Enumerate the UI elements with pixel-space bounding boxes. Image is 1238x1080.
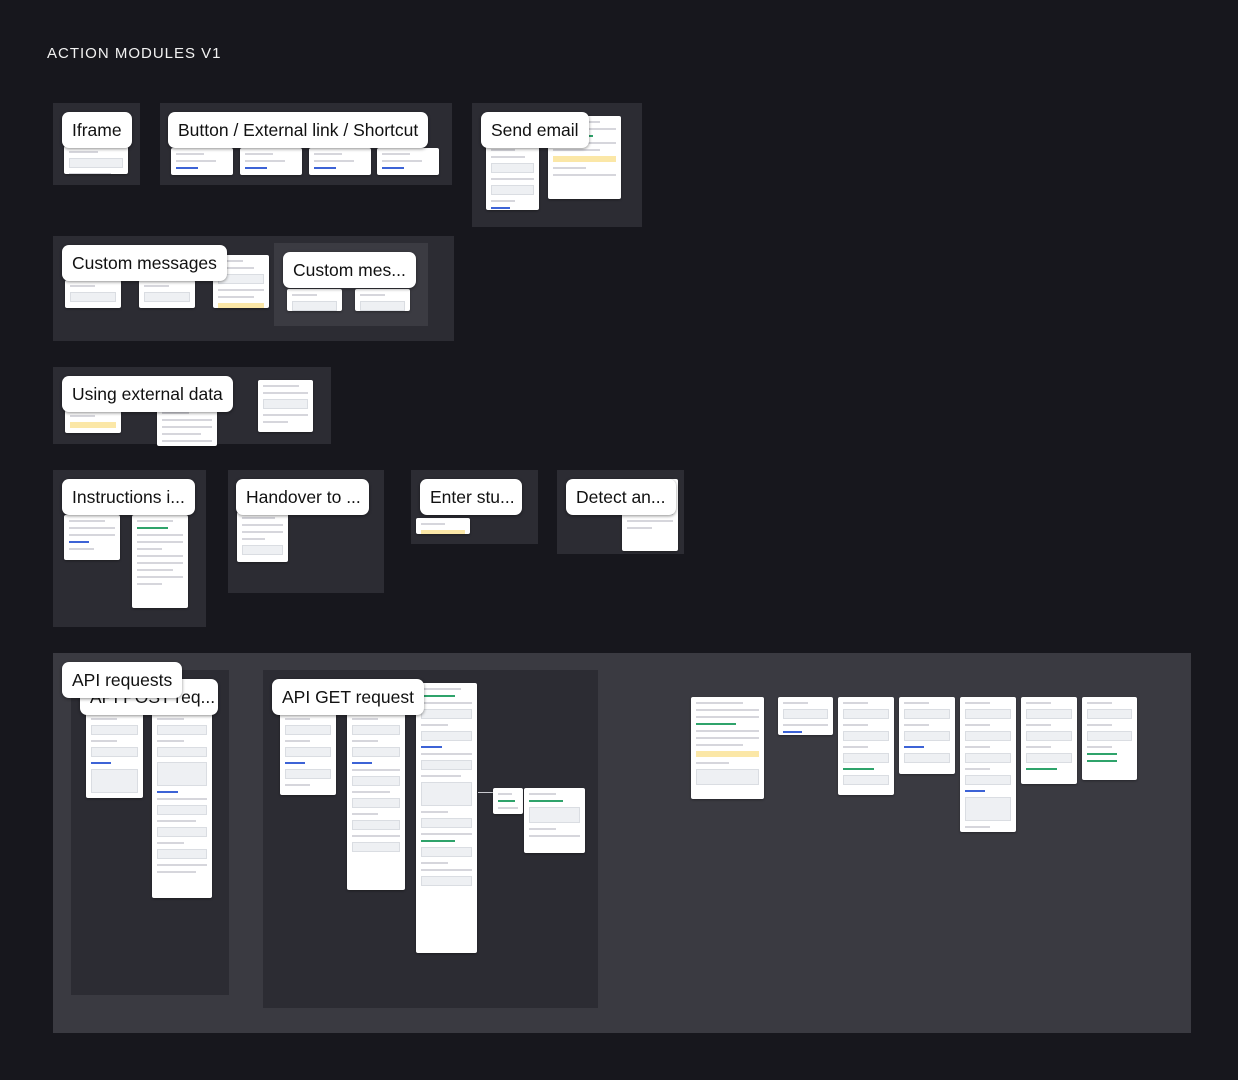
page-title: ACTION MODULES V1 <box>47 45 222 62</box>
module-label-custom-messages-short[interactable]: Custom mes... <box>283 252 416 288</box>
api-doc-card-2[interactable] <box>778 697 833 735</box>
module-label-custom-messages[interactable]: Custom messages <box>62 245 227 281</box>
api-doc-card-1[interactable] <box>691 697 764 799</box>
api-post-card-2[interactable] <box>152 713 212 898</box>
api-doc-card-7[interactable] <box>1082 697 1137 780</box>
custom-messages-card-1[interactable] <box>65 280 121 308</box>
instructions-card-2[interactable] <box>132 515 188 608</box>
module-label-detect[interactable]: Detect an... <box>566 479 676 515</box>
custom-messages-card-5[interactable] <box>355 289 410 311</box>
external-data-card-1[interactable] <box>65 410 121 433</box>
custom-messages-card-3[interactable] <box>213 255 269 308</box>
iframe-card[interactable] <box>64 146 128 174</box>
enter-stu-card[interactable] <box>416 518 470 534</box>
button-card-2[interactable] <box>240 148 302 175</box>
module-label-api-get[interactable]: API GET request <box>272 679 424 715</box>
instructions-card-1[interactable] <box>64 515 120 560</box>
module-label-external-data[interactable]: Using external data <box>62 376 233 412</box>
api-get-card-5[interactable] <box>524 788 585 853</box>
custom-messages-card-2[interactable] <box>139 280 195 308</box>
api-get-card-1[interactable] <box>280 713 336 795</box>
custom-messages-card-4[interactable] <box>287 289 342 311</box>
api-get-card-3[interactable] <box>416 683 477 953</box>
api-get-card-4[interactable] <box>493 788 523 814</box>
module-label-iframe[interactable]: Iframe <box>62 112 132 148</box>
module-label-instructions[interactable]: Instructions i... <box>62 479 195 515</box>
module-label-api-requests[interactable]: API requests <box>62 662 183 698</box>
external-data-card-3[interactable] <box>258 380 313 432</box>
api-doc-card-6[interactable] <box>1021 697 1077 784</box>
module-label-send-email[interactable]: Send email <box>481 112 589 148</box>
api-doc-card-3[interactable] <box>838 697 894 795</box>
module-label-enter-stu[interactable]: Enter stu... <box>420 479 522 515</box>
connector-line <box>478 792 493 793</box>
button-card-1[interactable] <box>171 148 233 175</box>
handover-card[interactable] <box>237 512 288 562</box>
api-doc-card-5[interactable] <box>960 697 1016 832</box>
api-post-card-1[interactable] <box>86 713 143 798</box>
button-card-4[interactable] <box>377 148 439 175</box>
api-doc-card-4[interactable] <box>899 697 955 774</box>
button-card-3[interactable] <box>309 148 371 175</box>
module-label-button[interactable]: Button / External link / Shortcut <box>168 112 429 148</box>
api-get-card-2[interactable] <box>347 713 405 890</box>
external-data-card-2[interactable] <box>157 407 217 446</box>
module-label-handover[interactable]: Handover to ... <box>236 479 369 515</box>
send-email-card-1[interactable] <box>486 144 539 210</box>
